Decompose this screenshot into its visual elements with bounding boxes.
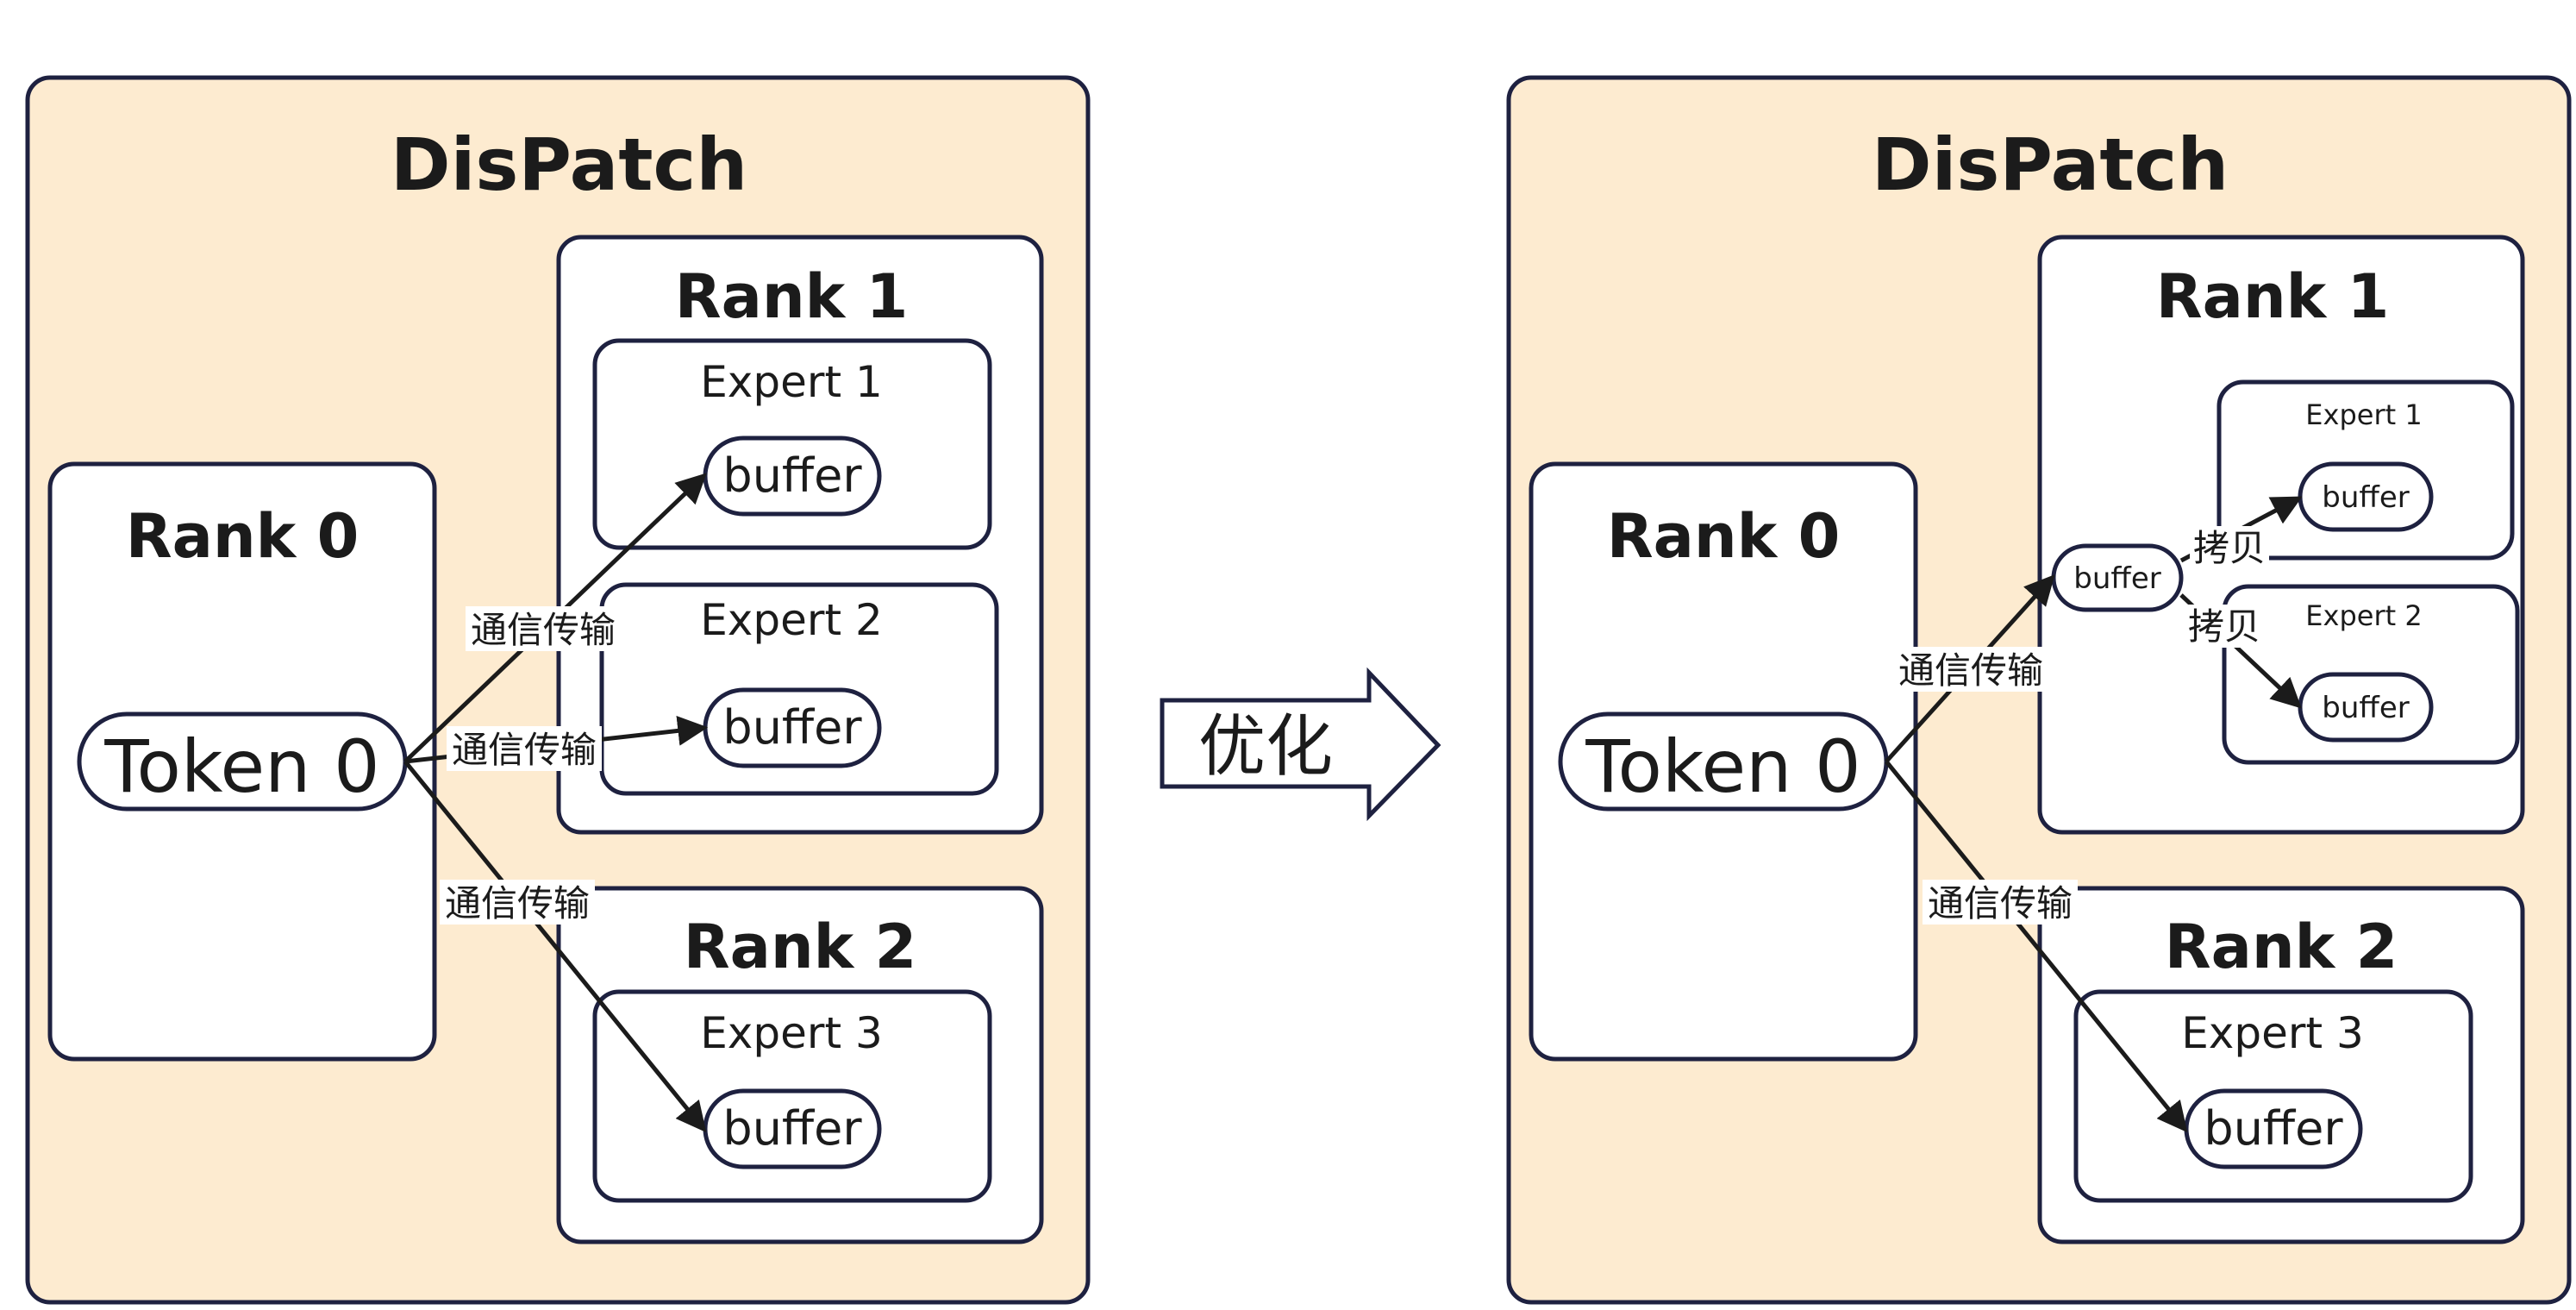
right-expert2-buffer-label: buffer — [2322, 691, 2409, 725]
left-edge-label-expert3: 通信传输 — [445, 882, 590, 925]
right-edge-label-copy-expert1: 拷贝 — [2193, 527, 2266, 569]
left-rank2-label: Rank 2 — [684, 912, 917, 982]
optimize-arrow-shape — [1160, 667, 1441, 822]
right-expert3-buffer-label: buffer — [2204, 1101, 2343, 1156]
left-rank0-box: Rank 0 Token 0 — [47, 461, 437, 1062]
left-expert3-buffer-label: buffer — [722, 1101, 862, 1156]
right-expert2-label: Expert 2 — [2305, 599, 2422, 632]
left-expert1-buffer-label: buffer — [722, 448, 862, 503]
right-rank2-box: Rank 2 Expert 3 buffer — [2037, 886, 2525, 1244]
right-expert3-label: Expert 3 — [2181, 1008, 2364, 1058]
left-panel-title: DisPatch — [391, 122, 747, 207]
right-expert2-box: Expert 2 buffer — [2222, 584, 2520, 765]
right-rank2-label: Rank 2 — [2165, 912, 2398, 982]
left-rank1-box: Rank 1 Expert 1 buffer Expert 2 buffer — [556, 235, 1044, 835]
left-expert2-buffer-label: buffer — [722, 700, 862, 755]
left-expert2-box: Expert 2 buffer — [599, 582, 999, 796]
right-expert3-box: Expert 3 buffer — [2073, 989, 2473, 1203]
optimize-label: 优化 — [1198, 708, 1333, 786]
left-rank0-label: Rank 0 — [126, 501, 360, 572]
left-rank2-box: Rank 2 Expert 3 buffer — [556, 886, 1044, 1244]
right-dispatch-panel: DisPatch Rank 0 Token 0 Rank 1 buffer Ex… — [1506, 75, 2572, 1305]
left-expert3-label: Expert 3 — [700, 1008, 883, 1058]
right-edge-label-copy-expert2: 拷贝 — [2188, 605, 2260, 648]
right-shared-buffer-label: buffer — [2073, 561, 2160, 596]
right-panel-title: DisPatch — [1872, 122, 2229, 207]
right-edge-token-to-expert3 — [1885, 760, 2188, 1133]
left-dispatch-panel: DisPatch Rank 0 Token 0 Rank 1 Expert 1 … — [25, 75, 1091, 1305]
right-expert1-buffer-label: buffer — [2322, 480, 2409, 515]
right-token0-label: Token 0 — [1585, 724, 1860, 809]
right-rank0-box: Rank 0 Token 0 — [1529, 461, 1918, 1062]
left-expert2-label: Expert 2 — [700, 595, 883, 645]
left-rank1-label: Rank 1 — [675, 261, 909, 332]
optimize-arrow: 优化 — [1160, 667, 1441, 822]
right-rank0-label: Rank 0 — [1607, 501, 1841, 572]
left-token0-label: Token 0 — [103, 724, 379, 809]
right-edge-label-shared-buffer: 通信传输 — [1898, 649, 2043, 692]
left-edge-token-to-expert3 — [403, 760, 707, 1133]
left-expert1-label: Expert 1 — [700, 357, 883, 407]
right-rank1-box: Rank 1 buffer Expert 1 buffer Expert 2 b… — [2037, 235, 2525, 835]
right-edge-label-expert3: 通信传输 — [1928, 882, 2073, 925]
right-expert1-label: Expert 1 — [2305, 398, 2422, 431]
left-expert1-box: Expert 1 buffer — [592, 338, 992, 550]
left-expert3-box: Expert 3 buffer — [592, 989, 992, 1203]
left-edge-label-expert1: 通信传输 — [471, 609, 616, 651]
left-edge-label-expert2: 通信传输 — [452, 729, 597, 771]
right-rank1-label: Rank 1 — [2156, 261, 2390, 332]
